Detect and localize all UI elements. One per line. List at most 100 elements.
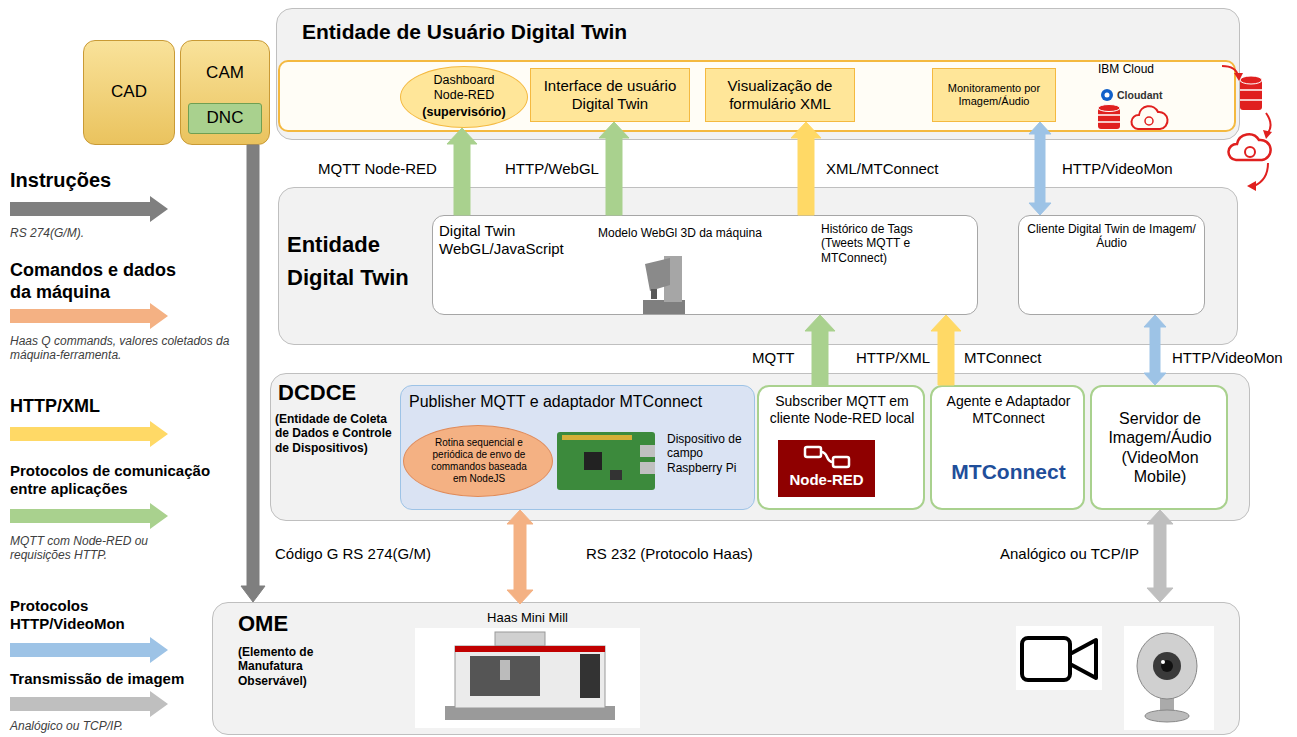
node-subtext: Modelo WebGl 3D da máquina <box>598 226 798 240</box>
webcam-picture <box>1160 698 1174 712</box>
edge-label: HTTP/VideoMon <box>1172 349 1283 367</box>
webcam-picture <box>1124 626 1214 730</box>
edge-label-holder: Código G RS 274(G/M) <box>275 545 431 563</box>
node-text: CAM <box>181 63 269 83</box>
note-label: RS 274(G/M). <box>10 226 210 240</box>
block-arrow <box>241 145 265 602</box>
service-box: Servidor de Imagem/Áudio (VideoMon Mobil… <box>1090 385 1228 510</box>
model3d-group <box>643 256 685 314</box>
node-text: Monitoramento por Imagem/Áudio <box>936 82 1052 108</box>
text-holder: Entidade de Usuário Digital Twin <box>302 19 902 44</box>
label-holder: MTConnect <box>964 349 1064 367</box>
node-text: Cliente Digital Twin de Imagem/Áudio <box>1025 222 1198 251</box>
legend-holder: Instruções <box>10 168 230 192</box>
legend-arrow <box>10 503 168 529</box>
note-label: MQTT com Node-RED ou requisições HTTP. <box>10 534 195 563</box>
legend-text: Protocolos de comunicação entre aplicaçõ… <box>10 462 242 498</box>
node-subtext: (Entidade de Coleta de Dados e Controle … <box>275 412 395 455</box>
component-box: Cliente Digital Twin de Imagem/Áudio <box>1018 215 1205 315</box>
interface-box: Interface de usuário Digital Twin <box>530 68 690 122</box>
legend-text: Protocolos HTTP/VideoMon <box>10 597 180 633</box>
node-text: Servidor de Imagem/Áudio (VideoMon Mobil… <box>1095 409 1225 486</box>
node-red-logo <box>805 447 821 457</box>
legend-text: Instruções <box>10 168 230 192</box>
sync-arrow <box>1263 130 1272 139</box>
machine-model <box>651 289 657 299</box>
legend-holder: Comandos e dados da máquina <box>10 260 190 303</box>
video-icon <box>1016 626 1102 690</box>
edge-label-holder: HTTP/VideoMon <box>1062 160 1173 178</box>
text-holder: Servidor de Imagem/Áudio (VideoMon Mobil… <box>1095 409 1225 486</box>
label-holder: IBM Cloud <box>1098 62 1188 76</box>
database-icon <box>1098 108 1120 129</box>
node-red-logo <box>778 440 875 497</box>
edge-label-holder: MQTT Node-RED <box>318 160 437 178</box>
machine-model <box>643 300 685 314</box>
edge-label-holder: XML/MTConnect <box>826 160 939 178</box>
edge-label: HTTP/XML <box>856 349 930 367</box>
webcam-picture <box>1137 633 1197 699</box>
edge-label-holder: HTTP/WebGL <box>505 160 599 178</box>
layer-band: Entidade de Usuário Digital TwinDashboar… <box>276 8 1240 140</box>
legend-arrow <box>10 421 168 447</box>
node-text: Dashboard Node-RED <box>415 73 513 103</box>
raspberry-pi-board <box>562 435 632 440</box>
node-text: Publisher MQTT e adaptador MTConnect <box>409 392 749 411</box>
rpi-group <box>557 432 655 490</box>
label-holder: RS 274(G/M). <box>10 226 210 240</box>
machine-picture <box>500 660 510 680</box>
machine-picture <box>415 628 640 728</box>
block-arrow <box>1147 510 1173 602</box>
text-holder: Subscriber MQTT em cliente Node-RED loca… <box>763 393 921 427</box>
text-holder: (supervisório) <box>410 105 518 120</box>
legend-arrow <box>10 196 168 222</box>
machine-picture <box>455 646 605 652</box>
text-holder: Haas Mini Mill <box>415 610 640 626</box>
node-text: Rotina sequencial e periódica de envo de… <box>426 437 532 485</box>
cloud-icon <box>1131 106 1167 129</box>
edge-label: MQTT <box>752 349 795 367</box>
layer-band: DCDCE (Entidade de Coleta de Dados e Cont… <box>270 373 1250 521</box>
software-box: CAMDNC <box>180 40 270 145</box>
cloudant-logo <box>1105 93 1110 98</box>
cams-group <box>1016 626 1214 730</box>
legend-holder: Transmissão de imagem <box>10 670 242 688</box>
block-arrow <box>791 122 821 215</box>
legend-arrow <box>10 637 168 663</box>
node-text: Entidade Digital Twin <box>287 228 427 294</box>
text-holder: Monitoramento por Imagem/Áudio <box>936 82 1052 108</box>
edge-label: HTTP/VideoMon <box>1062 160 1173 178</box>
legend-text: Comandos e dados da máquina <box>10 260 190 303</box>
block-arrow <box>1144 315 1166 385</box>
video-icon <box>1070 640 1096 678</box>
edge-label: Código G RS 274(G/M) <box>275 545 431 563</box>
block-arrow <box>447 128 477 215</box>
text-holder: (Entidade de Coleta de Dados e Controle … <box>275 412 395 455</box>
node-red-logo <box>833 457 849 467</box>
edge-label-holder: Analógico ou TCP/IP <box>1000 545 1139 563</box>
text-holder: OME <box>238 611 358 637</box>
node-red-logo <box>821 452 833 462</box>
text-holder: Modelo WebGl 3D da máquina <box>598 226 798 240</box>
sync-arrow <box>1222 66 1238 76</box>
note-label: MTConnect <box>964 349 1064 367</box>
text-holder: Dashboard Node-RED <box>415 73 513 103</box>
legend-text: Transmissão de imagem <box>10 670 242 688</box>
legend-arrow <box>10 691 168 717</box>
text-holder: Agente e Adaptador MTConnect <box>936 393 1081 427</box>
text-holder: (Elemento de Manufatura Observável) <box>238 645 363 688</box>
text-holder: CAM <box>181 63 269 83</box>
node-text: Interface de usuário Digital Twin <box>534 77 686 113</box>
legend-text: HTTP/XML <box>10 396 230 418</box>
block-arrow <box>507 510 533 604</box>
sync-arrow <box>1266 113 1271 133</box>
text-holder: Entidade Digital Twin <box>287 228 427 294</box>
cams-illustration <box>213 603 1241 736</box>
layer-band: Entidade Digital TwinDigital Twin WebGL/… <box>278 187 1238 345</box>
text-holder: DCDCE <box>278 380 398 406</box>
cloudant-logo <box>1101 89 1113 101</box>
sync-arrow <box>1254 163 1268 186</box>
interface-box: Monitoramento por Imagem/Áudio <box>932 68 1056 122</box>
machine-picture <box>445 706 615 720</box>
machine-picture: Haas Mini Mill <box>415 604 640 730</box>
